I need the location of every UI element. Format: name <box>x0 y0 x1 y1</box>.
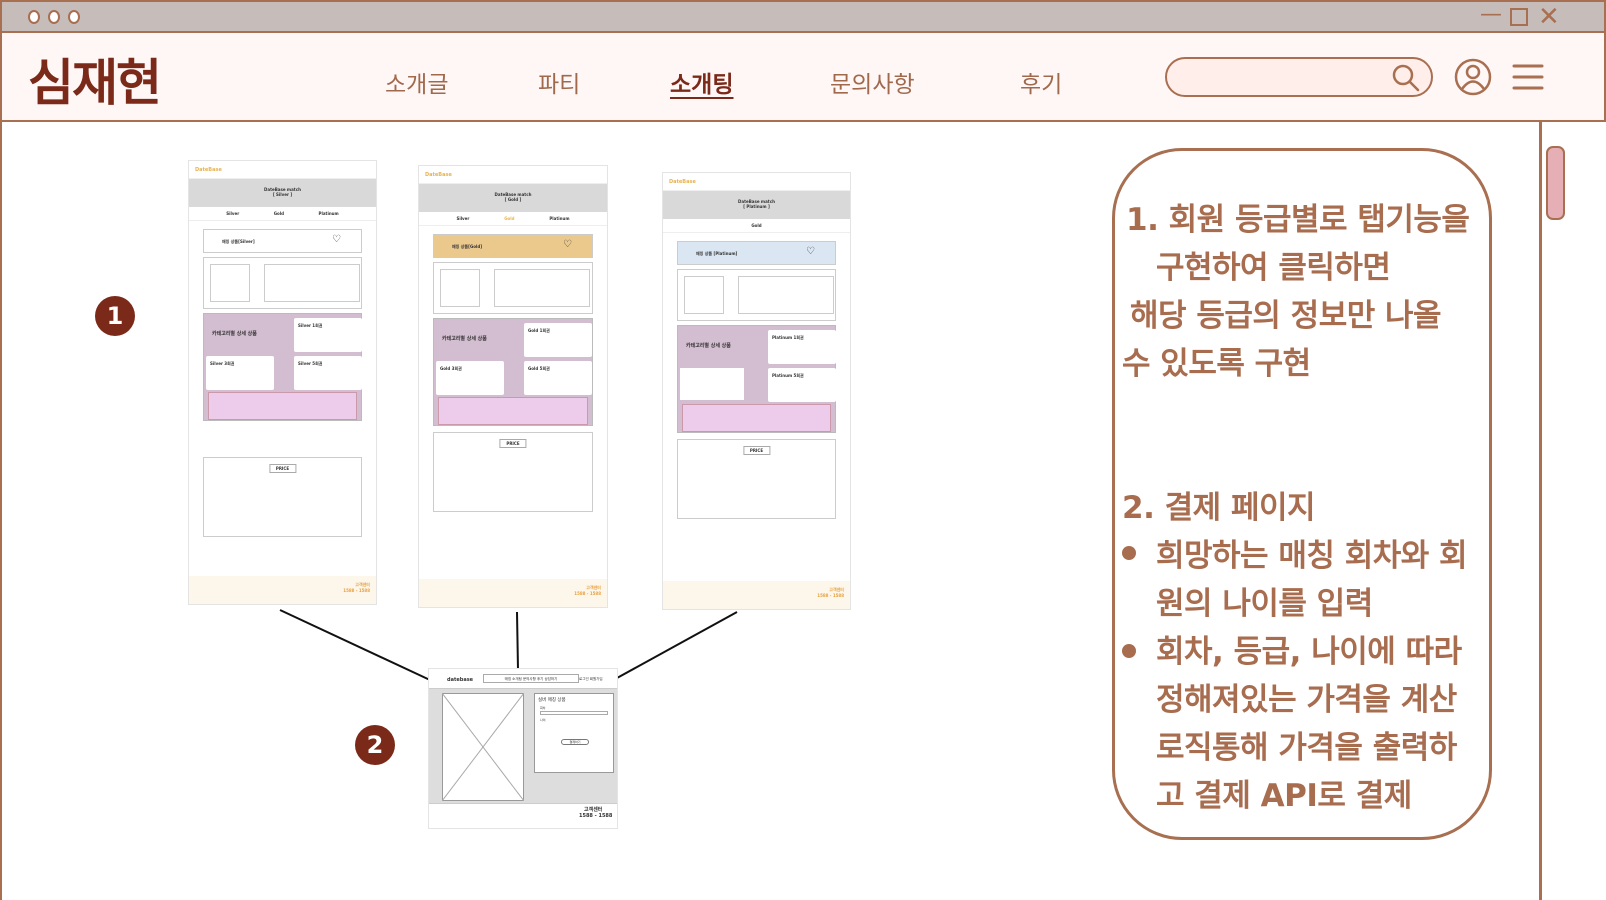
mockup-price-title: PRICE <box>499 439 527 448</box>
mockup-item[interactable]: Gold 1회권 <box>528 328 550 333</box>
mockup-tab[interactable]: Gold <box>751 223 762 228</box>
note-line: 희망하는 매칭 회차와 회 <box>1156 538 1468 574</box>
mockup-tab[interactable]: Gold <box>504 216 515 221</box>
tier-page-mockup: DateBase DateBase match [ Platinum ] Gol… <box>662 172 851 610</box>
mockup-hero: DateBase match [ Silver ] <box>189 179 376 207</box>
mockup-tab[interactable]: Silver <box>456 216 470 221</box>
field-age-label: 나이 <box>540 718 546 722</box>
tier-page-mockup: DateBase DateBase match [ Silver ] Silve… <box>188 160 377 605</box>
mockup-category-title: 카테고리별 상세 상품 <box>212 331 257 337</box>
note-section-title: 2. 결제 페이지 <box>1122 490 1316 526</box>
note-line: 원의 나이를 입력 <box>1156 586 1373 622</box>
mockup-item[interactable]: Gold 3회권 <box>440 366 462 371</box>
wireframe-nav: 매칭 소개팅 문의사항 후기 상담하기 <box>483 674 579 683</box>
user-profile-icon[interactable] <box>1454 58 1492 96</box>
mockup-support: 고객센터 1588 - 1588 <box>574 585 601 596</box>
mockup-support: 고객센터 1588 - 1588 <box>343 582 370 593</box>
heart-icon[interactable]: ♡ <box>806 246 815 257</box>
maximize-icon[interactable] <box>1510 8 1528 26</box>
mockup-item[interactable]: Silver 3회권 <box>210 361 235 366</box>
nav-item-reviews[interactable]: 후기 <box>1020 72 1063 98</box>
nav-item-party[interactable]: 파티 <box>538 72 581 98</box>
hamburger-menu-icon[interactable] <box>1512 63 1544 91</box>
heart-icon[interactable]: ♡ <box>332 234 341 245</box>
scrollbar-thumb[interactable] <box>1546 146 1565 220</box>
mockup-price-title: PRICE <box>742 446 771 455</box>
content-area <box>0 122 1606 900</box>
window-dot-icon[interactable] <box>68 10 80 24</box>
note-line: 수 있도록 구현 <box>1122 346 1311 382</box>
mockup-price-title: PRICE <box>268 464 297 473</box>
field-round-label: 회차 <box>540 706 546 710</box>
bullet-icon <box>1122 546 1136 560</box>
mockup-tab[interactable]: Platinum <box>549 216 570 221</box>
support-phone: 1588 - 1588 <box>579 813 613 819</box>
mockup-product-title: 매칭 상품 [Platinum] <box>696 251 738 256</box>
mockup-item[interactable]: Platinum 5회권 <box>772 373 804 378</box>
mockup-category-title: 카테고리별 상세 상품 <box>686 343 731 349</box>
search-icon[interactable] <box>1391 63 1421 93</box>
window-titlebar: — ✕ <box>0 0 1606 33</box>
note-line: 회차, 등급, 나이에 따라 <box>1156 634 1462 670</box>
connector-line <box>516 611 519 671</box>
search-input[interactable] <box>1165 57 1433 97</box>
mockup-item[interactable]: Platinum 1회권 <box>772 335 804 340</box>
mockup-item[interactable]: Gold 5회권 <box>528 366 550 371</box>
connector-line <box>279 609 431 681</box>
window-dot-icon[interactable] <box>28 10 40 24</box>
mockup-brand: DateBase <box>425 172 452 178</box>
mockup-brand: DateBase <box>669 179 696 185</box>
mockup-tab[interactable]: Platinum <box>318 211 339 216</box>
note-line: 정해져있는 가격을 계산 <box>1156 682 1457 718</box>
pay-button[interactable]: 결제하기 <box>561 739 589 745</box>
mockup-hero: DateBase match [ Gold ] <box>419 184 607 212</box>
close-icon[interactable]: ✕ <box>1538 2 1560 32</box>
note-line: 1. 회원 등급별로 탭기능을 <box>1126 202 1470 238</box>
wireframe-auth: 로그인 회원가입 <box>579 677 603 681</box>
round-select[interactable] <box>540 711 608 715</box>
note-line: 고 결제 API로 결제 <box>1156 778 1412 814</box>
logo[interactable]: 심재현 <box>28 54 162 112</box>
payment-page-wireframe: datebase 매칭 소개팅 문의사항 후기 상담하기 로그인 회원가입 실버… <box>428 668 618 829</box>
minimize-icon[interactable]: — <box>1480 2 1502 27</box>
mockup-product-title: 매칭 상품[Silver] <box>222 239 255 244</box>
image-placeholder <box>442 693 524 801</box>
nav-item-blind-date[interactable]: 소개팅 <box>670 72 734 98</box>
scrollbar-track[interactable] <box>1539 122 1542 900</box>
mockup-item[interactable]: Silver 1회권 <box>298 323 323 328</box>
mockup-brand: DateBase <box>195 167 222 173</box>
site-header: 심재현 소개글 파티 소개팅 문의사항 후기 <box>0 33 1606 122</box>
note-line: 로직통해 가격을 출력하 <box>1156 730 1457 766</box>
mockup-tab[interactable]: Gold <box>273 211 284 216</box>
nav-item-inquiry[interactable]: 문의사항 <box>830 72 915 98</box>
nav-item-intro[interactable]: 소개글 <box>385 72 449 98</box>
step-badge: 2 <box>355 725 395 765</box>
mockup-product-title: 매칭 상품[Gold] <box>452 244 483 249</box>
connector-line <box>616 611 738 679</box>
support-label: 고객센터 <box>584 807 603 813</box>
description-box <box>1112 148 1492 840</box>
bullet-icon <box>1122 644 1136 658</box>
mockup-tab[interactable]: Silver <box>226 211 240 216</box>
step-badge: 1 <box>95 296 135 336</box>
window-dot-icon[interactable] <box>48 10 60 24</box>
wireframe-brand: datebase <box>447 677 474 683</box>
mockup-hero: DateBase match [ Platinum ] <box>663 191 850 219</box>
mockup-item[interactable]: Silver 5회권 <box>298 361 323 366</box>
mockup-category-title: 카테고리별 상세 상품 <box>442 336 487 342</box>
note-line: 구현하여 클릭하면 <box>1156 250 1391 286</box>
note-line: 해당 등급의 정보만 나올 <box>1130 298 1442 334</box>
mockup-support: 고객센터 1588 - 1588 <box>817 587 844 598</box>
heart-icon[interactable]: ♡ <box>563 239 572 250</box>
panel-title: 실버 매칭 상품 <box>538 698 566 703</box>
